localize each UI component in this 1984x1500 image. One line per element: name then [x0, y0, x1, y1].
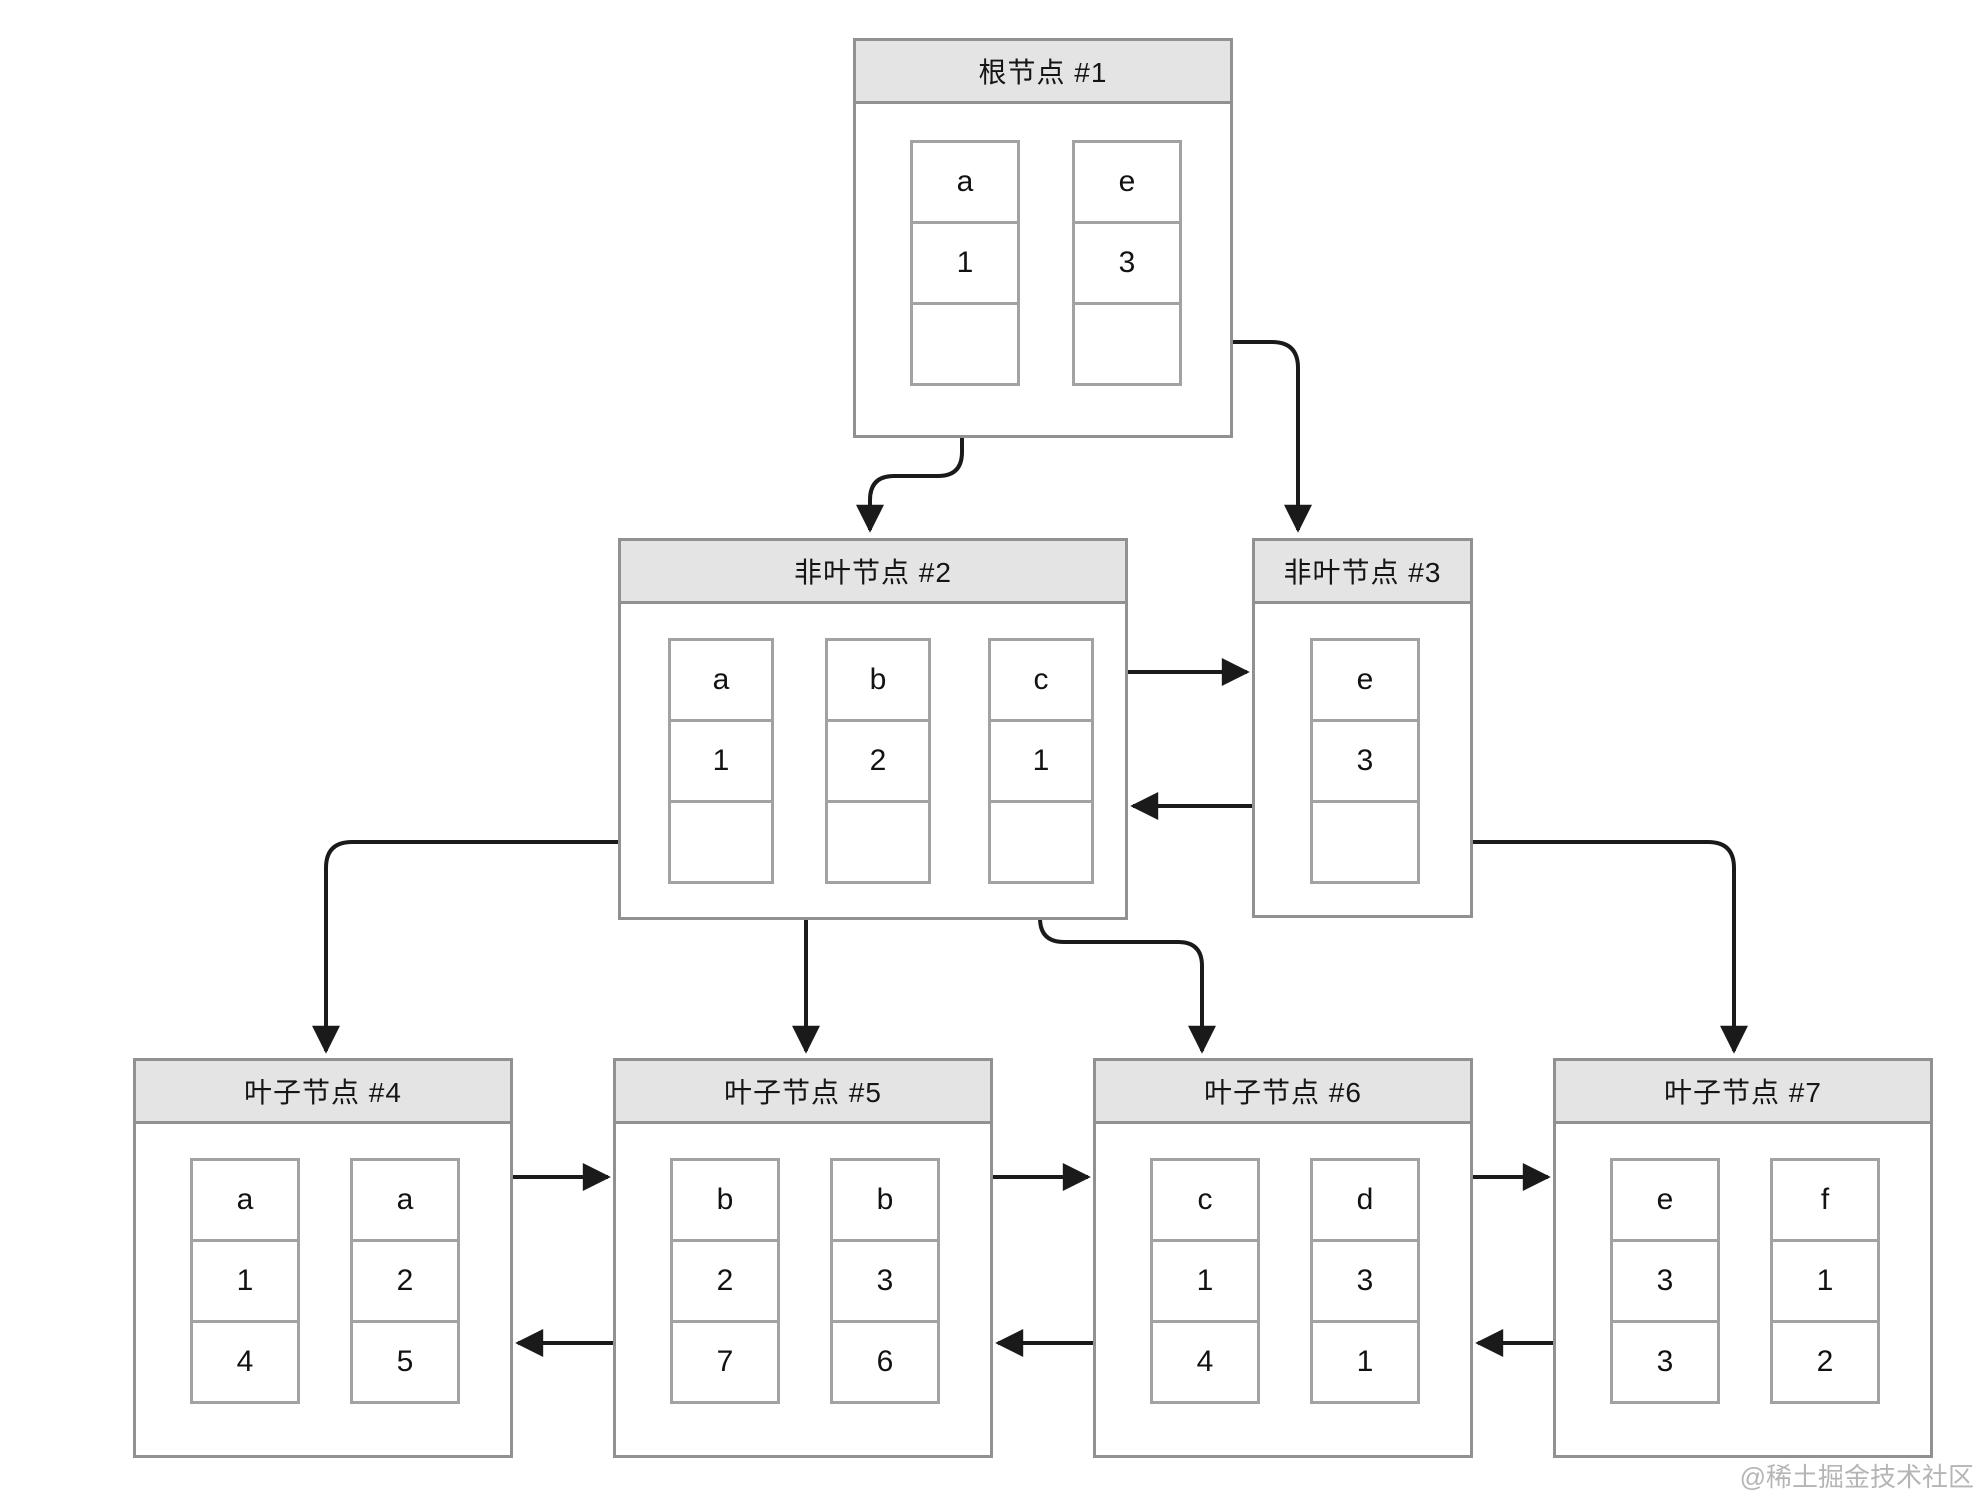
- node-7: 叶子节点 #7 e 3 3 f 1 2: [1553, 1058, 1933, 1458]
- cell-key: c: [1153, 1161, 1257, 1242]
- cell-key: f: [1773, 1161, 1877, 1242]
- node-7-cell-0: e 3 3: [1610, 1158, 1720, 1404]
- edge-node3-e-to-node7: [1362, 840, 1748, 1054]
- node-6-cell-1: d 3 1: [1310, 1158, 1420, 1404]
- edge-node2-a-to-node4: [312, 840, 718, 1054]
- cell-value: 3: [1613, 1242, 1717, 1323]
- node-6-cell-0: c 1 4: [1150, 1158, 1260, 1404]
- node-1-cell-1: e 3: [1072, 140, 1182, 386]
- node-2-cell-0: a 1: [668, 638, 774, 884]
- node-5-title: 叶子节点 #5: [616, 1061, 990, 1124]
- node-1-title: 根节点 #1: [856, 41, 1230, 104]
- edge-node2-c-to-node6: [1038, 842, 1216, 1054]
- cell-value: 3: [1313, 722, 1417, 803]
- cell-value2: 6: [876, 1345, 894, 1378]
- node-1-cell-0: a 1: [910, 140, 1020, 386]
- cell-key: a: [671, 641, 771, 722]
- cell-key: d: [1313, 1161, 1417, 1242]
- cell-value: 3: [833, 1242, 937, 1323]
- cell-value2: 4: [1196, 1345, 1214, 1378]
- cell-value: 3: [1313, 1242, 1417, 1323]
- cell-value: 1: [991, 722, 1091, 803]
- cell-pointer: [828, 803, 928, 881]
- cell-value2: 4: [236, 1345, 254, 1378]
- cell-value: 3: [1075, 224, 1179, 305]
- node-5-cell-0: b 2 7: [670, 1158, 780, 1404]
- cell-key: c: [991, 641, 1091, 722]
- node-6: 叶子节点 #6 c 1 4 d 3 1: [1093, 1058, 1473, 1458]
- node-5: 叶子节点 #5 b 2 7 b 3 6: [613, 1058, 993, 1458]
- cell-value: 1: [1773, 1242, 1877, 1323]
- cell-key: a: [353, 1161, 457, 1242]
- node-2-cell-1: b 2: [825, 638, 931, 884]
- cell-value: 2: [353, 1242, 457, 1323]
- node-2-cell-2: c 1: [988, 638, 1094, 884]
- edge-root-to-node3: [1124, 340, 1312, 533]
- cell-pointer: [671, 803, 771, 881]
- node-7-title: 叶子节点 #7: [1556, 1061, 1930, 1124]
- node-6-title: 叶子节点 #6: [1096, 1061, 1470, 1124]
- cell-key: e: [1613, 1161, 1717, 1242]
- cell-value: 2: [673, 1242, 777, 1323]
- node-4-cell-0: a 1 4: [190, 1158, 300, 1404]
- cell-key: b: [673, 1161, 777, 1242]
- node-4: 叶子节点 #4 a 1 4 a 2 5: [133, 1058, 513, 1458]
- cell-value2: 2: [1816, 1345, 1834, 1378]
- node-4-title: 叶子节点 #4: [136, 1061, 510, 1124]
- cell-value: 1: [1153, 1242, 1257, 1323]
- edge-root-to-node2: [856, 342, 964, 533]
- cell-value2: 1: [1356, 1345, 1374, 1378]
- cell-key: a: [913, 143, 1017, 224]
- cell-key: e: [1075, 143, 1179, 224]
- node-3-cell-0: e 3: [1310, 638, 1420, 884]
- cell-value2: 7: [716, 1345, 734, 1378]
- cell-value2: 5: [396, 1345, 414, 1378]
- node-7-cell-1: f 1 2: [1770, 1158, 1880, 1404]
- node-1: 根节点 #1 a 1 e 3: [853, 38, 1233, 438]
- cell-pointer: [913, 305, 1017, 383]
- cell-pointer: [1313, 803, 1417, 881]
- cell-key: b: [833, 1161, 937, 1242]
- node-2: 非叶节点 #2 a 1 b 2 c 1: [618, 538, 1128, 920]
- node-4-cell-1: a 2 5: [350, 1158, 460, 1404]
- cell-value: 1: [671, 722, 771, 803]
- node-3: 非叶节点 #3 e 3: [1252, 538, 1473, 918]
- cell-key: e: [1313, 641, 1417, 722]
- cell-value: 1: [193, 1242, 297, 1323]
- node-3-title: 非叶节点 #3: [1255, 541, 1470, 604]
- cell-value2: 3: [1656, 1345, 1674, 1378]
- watermark: @稀土掘金技术社区: [1739, 1462, 1974, 1492]
- cell-pointer: [991, 803, 1091, 881]
- cell-value: 1: [913, 224, 1017, 305]
- cell-value: 2: [828, 722, 928, 803]
- cell-pointer: [1075, 305, 1179, 383]
- node-2-title: 非叶节点 #2: [621, 541, 1125, 604]
- cell-key: b: [828, 641, 928, 722]
- node-5-cell-1: b 3 6: [830, 1158, 940, 1404]
- cell-key: a: [193, 1161, 297, 1242]
